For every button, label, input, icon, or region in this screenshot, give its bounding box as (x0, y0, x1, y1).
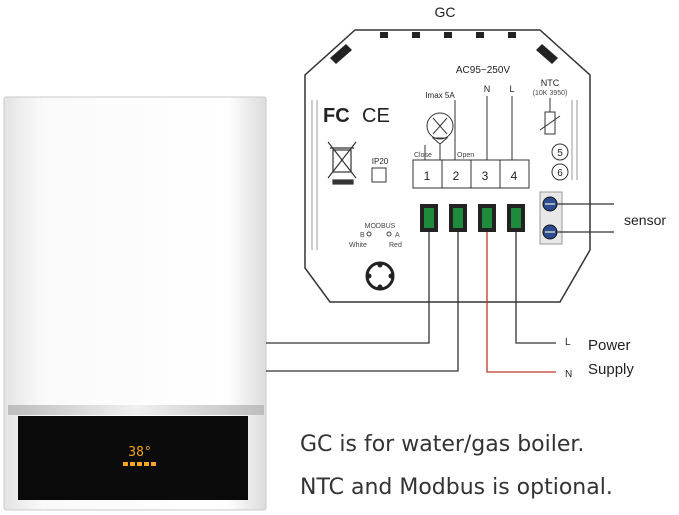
thermostat-module: FC CE IP20 AC95~250V N L Imax 5A Close (304, 29, 591, 303)
modbus-a-label: A (395, 232, 400, 239)
modbus-label: MODBUS (365, 223, 396, 230)
supply-label: Supply (588, 361, 634, 378)
terminal-block (412, 159, 530, 189)
wiring (266, 203, 614, 373)
ntc-sensor-icon (539, 98, 561, 135)
boiler-temperature: 38° (128, 445, 151, 460)
voltage-label: AC95~250V (456, 65, 511, 76)
ntc-spec: (10K 3950) (533, 90, 568, 97)
modbus-red-label: Red (389, 242, 402, 249)
imax-label: Imax 5A (425, 91, 455, 100)
boiler: 38° (3, 96, 267, 511)
power-l-label: L (565, 337, 571, 348)
ce-mark: CE (362, 105, 390, 127)
valve-icon (424, 100, 456, 160)
wire-live (515, 232, 556, 344)
weee-bin-icon (327, 141, 357, 185)
fcc-mark: FC (323, 105, 350, 127)
n-terminal-label: N (484, 84, 491, 94)
boiler-display-panel (18, 416, 248, 500)
wire-terminal-1 (266, 232, 430, 344)
sensor-screws (539, 191, 563, 245)
module-top-tabs (380, 32, 516, 38)
l-terminal-label: L (509, 84, 514, 94)
power-n-label: N (565, 369, 572, 380)
screw-terminals (420, 204, 525, 232)
ntc-terminal-5: 5 (557, 148, 563, 159)
ntc-terminals (551, 143, 569, 181)
diagram-title: GC (435, 4, 456, 20)
wire-neutral (486, 232, 556, 373)
terminal-3: 3 (482, 169, 489, 183)
ntc-label: NTC (541, 78, 560, 88)
valve-open-label: Open (457, 152, 474, 159)
terminal-2: 2 (453, 169, 460, 183)
modbus-b-label: B (360, 232, 365, 239)
ntc-terminal-6: 6 (557, 168, 563, 179)
valve-close-label: Close (414, 152, 432, 159)
modbus-white-label: White (349, 242, 367, 249)
terminal-1: 1 (424, 169, 431, 183)
sensor-label: sensor (624, 212, 666, 228)
modbus-connector-icon (365, 261, 395, 291)
caption-line-2: NTC and Modbus is optional. (300, 475, 613, 500)
boiler-status-icons (123, 462, 156, 466)
ip-rating: IP20 (372, 157, 389, 166)
wire-terminal-2 (266, 232, 459, 372)
ip-box-icon (371, 167, 387, 183)
power-label: Power (588, 337, 631, 354)
terminal-4: 4 (511, 169, 518, 183)
caption-line-1: GC is for water/gas boiler. (300, 432, 585, 457)
